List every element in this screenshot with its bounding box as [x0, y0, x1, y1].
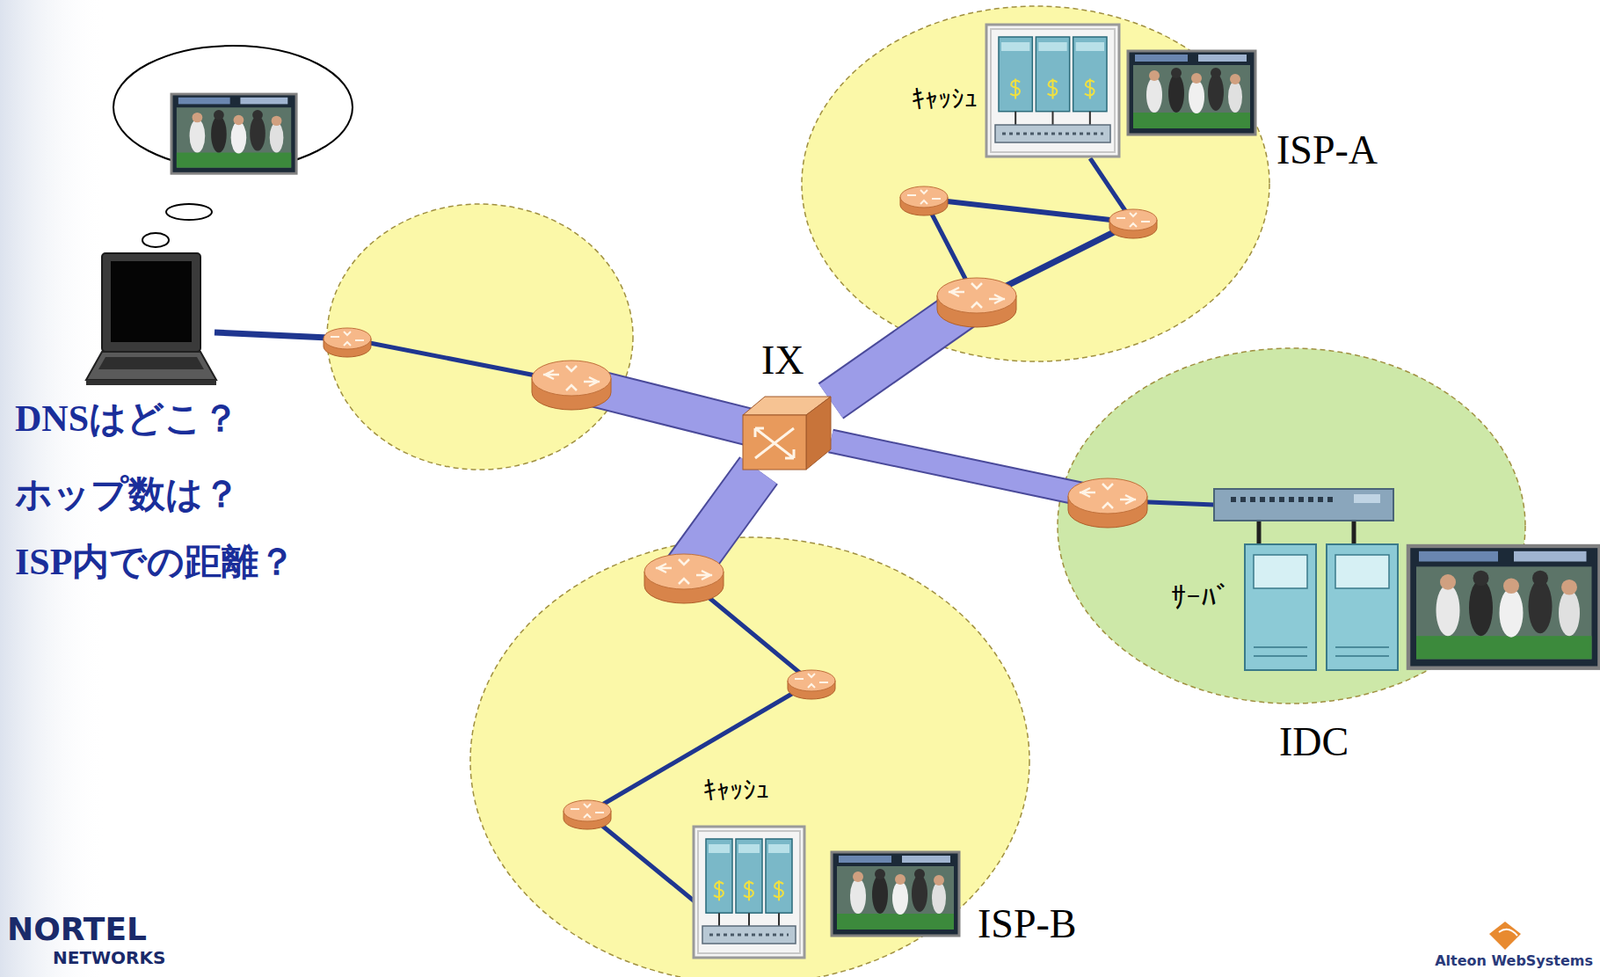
- router: [1068, 478, 1148, 528]
- node-label: IX: [761, 337, 805, 385]
- logo-text: NETWORKS: [52, 947, 166, 968]
- node-outline: [1239, 540, 1404, 674]
- router: [644, 553, 724, 604]
- thought-bubble: [113, 45, 353, 248]
- router: [531, 360, 611, 410]
- router: [900, 186, 948, 216]
- video-screenshot: [1127, 50, 1256, 135]
- node-label: IDC: [1279, 719, 1349, 766]
- node-label: ISP-A: [1276, 127, 1378, 175]
- ix-cube: [742, 396, 831, 470]
- cache-icon: [986, 24, 1120, 157]
- logo-text: Alteon WebSystems: [1434, 952, 1593, 969]
- server-pair: ｻｰﾊﾞ: [1239, 540, 1404, 674]
- node-label: ｻｰﾊﾞ: [1170, 580, 1231, 615]
- question-note: DNSはどこ？: [14, 397, 240, 440]
- node-label: ｷｬｯｼｭ: [911, 84, 978, 116]
- question-note: ISP内での距離？: [14, 540, 296, 583]
- band-outline: [830, 441, 1108, 500]
- switch: [1214, 488, 1394, 521]
- node-outline: [691, 824, 807, 960]
- alteon-logo-mark: [1489, 921, 1521, 950]
- router: [563, 800, 611, 830]
- cache-server: ｷｬｯｼｭ: [691, 824, 807, 960]
- region-outline: [801, 6, 1270, 362]
- laptop: [86, 253, 217, 386]
- question-note: ホップ数は？: [14, 472, 240, 516]
- region-outline: [470, 537, 1030, 977]
- node-outline: [984, 22, 1121, 159]
- video-screenshot: [1408, 545, 1600, 669]
- router: [937, 277, 1017, 328]
- cache-server: ｷｬｯｼｭ: [984, 22, 1121, 159]
- band-fill: [830, 441, 1108, 500]
- video-screenshot: [831, 851, 960, 936]
- ix-switch: IX: [742, 392, 831, 471]
- node-outline: [742, 392, 831, 471]
- network-band: [830, 441, 1108, 500]
- cache-icon: [693, 826, 805, 958]
- router: [1109, 209, 1157, 239]
- client-region: [327, 203, 633, 470]
- node-label: ｷｬｯｼｭ: [703, 775, 770, 807]
- logo-text: NORTEL: [7, 910, 147, 947]
- region-outline: [1057, 348, 1526, 704]
- router: [323, 327, 371, 357]
- node-label: ISP-B: [977, 901, 1077, 948]
- router: [787, 669, 836, 699]
- server-icon: [1244, 544, 1398, 670]
